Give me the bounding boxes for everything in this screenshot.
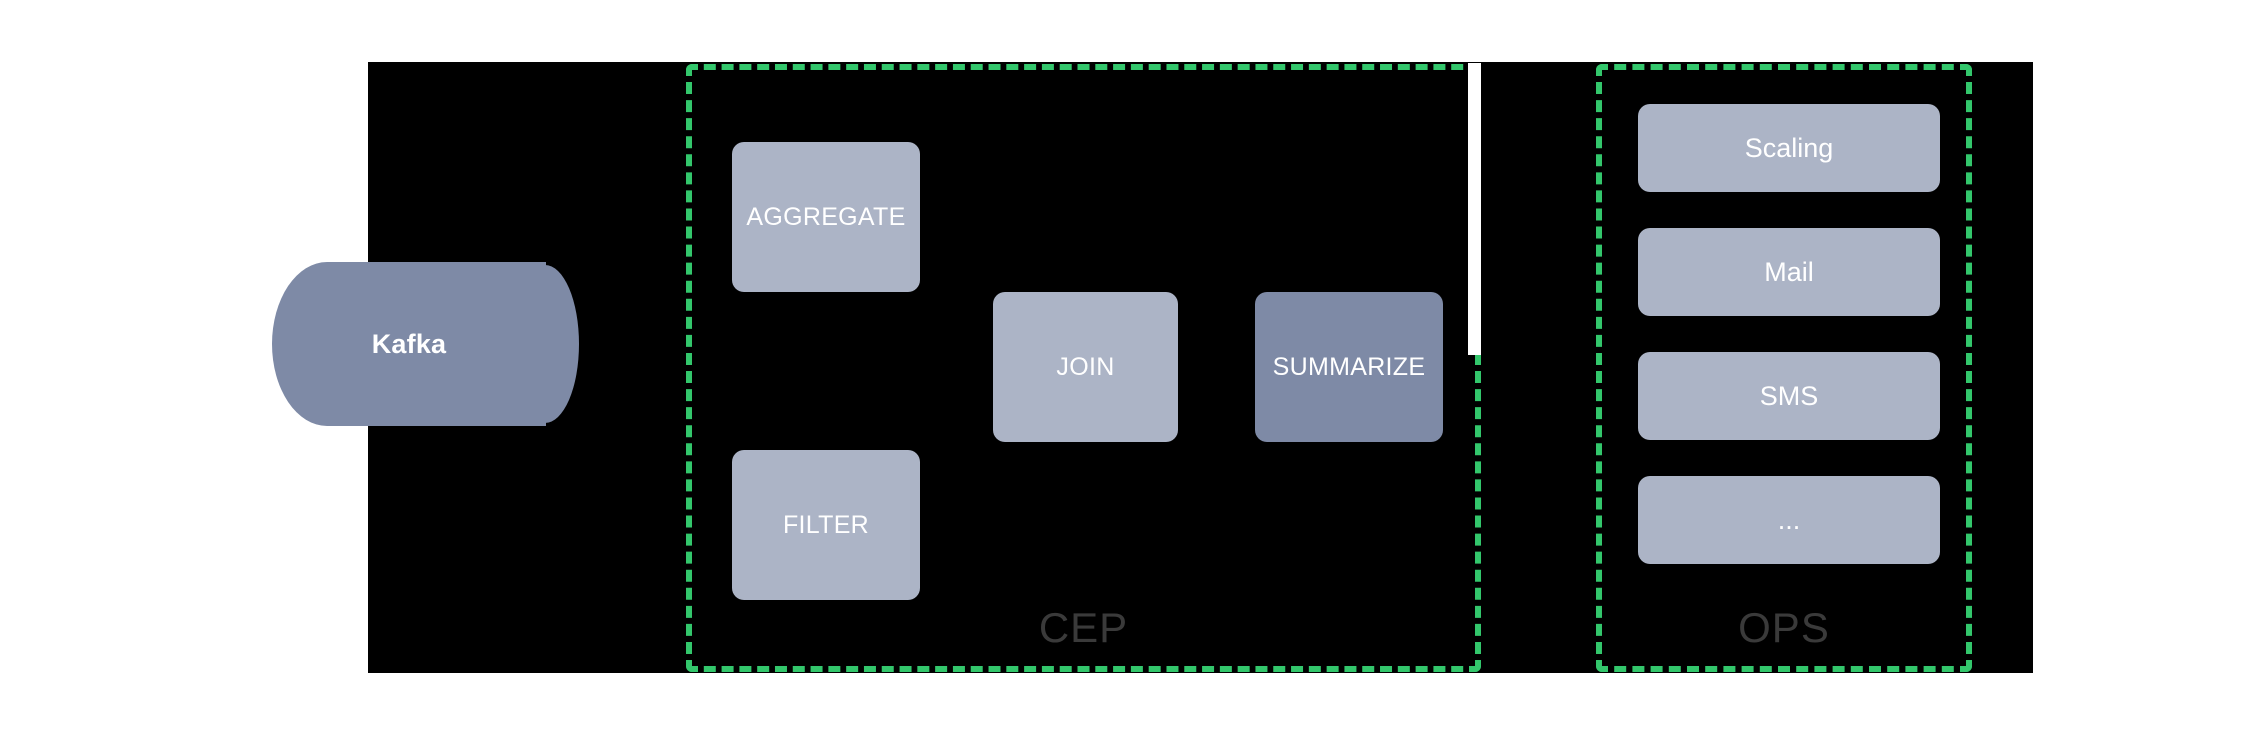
- cylinder-body: [272, 262, 546, 426]
- node-join[interactable]: JOIN: [993, 292, 1178, 442]
- node-more[interactable]: ...: [1638, 476, 1940, 564]
- group-label-ops: OPS: [1738, 604, 1830, 651]
- group-label-cep: CEP: [1038, 604, 1129, 651]
- node-scaling[interactable]: Scaling: [1638, 104, 1940, 192]
- node-filter[interactable]: FILTER: [732, 450, 920, 600]
- kafka-source-cylinder[interactable]: Kafka: [272, 262, 584, 426]
- node-sms[interactable]: SMS: [1638, 352, 1940, 440]
- node-mail[interactable]: Mail: [1638, 228, 1940, 316]
- node-summarize[interactable]: SUMMARIZE: [1255, 292, 1443, 442]
- cep-ops-divider-bar: [1468, 63, 1481, 355]
- node-aggregate[interactable]: AGGREGATE: [732, 142, 920, 292]
- kafka-label: Kafka: [371, 328, 447, 359]
